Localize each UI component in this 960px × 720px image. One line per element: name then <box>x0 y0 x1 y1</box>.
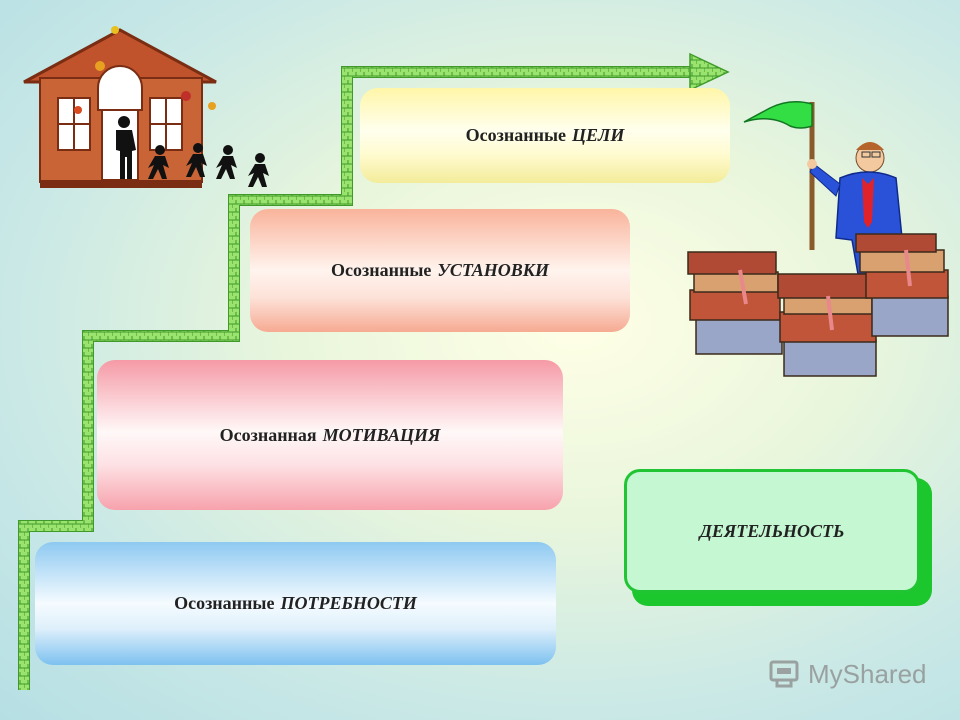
step-motivation: Осознанная МОТИВАЦИЯ <box>97 360 563 510</box>
step-needs-emphasis: ПОТРЕБНОСТИ <box>280 593 417 613</box>
activity-box: ДЕЯТЕЛЬНОСТЬ <box>624 469 920 593</box>
watermark-text: MyShared <box>808 658 927 689</box>
step-goals-emphasis: ЦЕЛИ <box>572 125 625 145</box>
step-needs-prefix: Осознанные <box>174 593 275 613</box>
step-goals: Осознанные ЦЕЛИ <box>360 88 730 183</box>
step-attitudes: Осознанные УСТАНОВКИ <box>250 209 630 332</box>
step-attitudes-prefix: Осознанные <box>330 260 432 280</box>
step-needs: Осознанные ПОТРЕБНОСТИ <box>35 542 556 665</box>
step-attitudes-emphasis: УСТАНОВКИ <box>437 260 549 280</box>
myshared-watermark: MyShared <box>768 656 927 692</box>
step-motivation-prefix: Осознанная <box>219 424 317 445</box>
myshared-logo-icon <box>769 660 799 688</box>
step-goals-prefix: Осознанные <box>465 125 567 145</box>
school-house-illustration <box>23 26 269 188</box>
activity-label: ДЕЯТЕЛЬНОСТЬ <box>699 520 845 541</box>
children-running-illustration <box>148 143 269 187</box>
step-motivation-emphasis: МОТИВАЦИЯ <box>322 424 441 445</box>
